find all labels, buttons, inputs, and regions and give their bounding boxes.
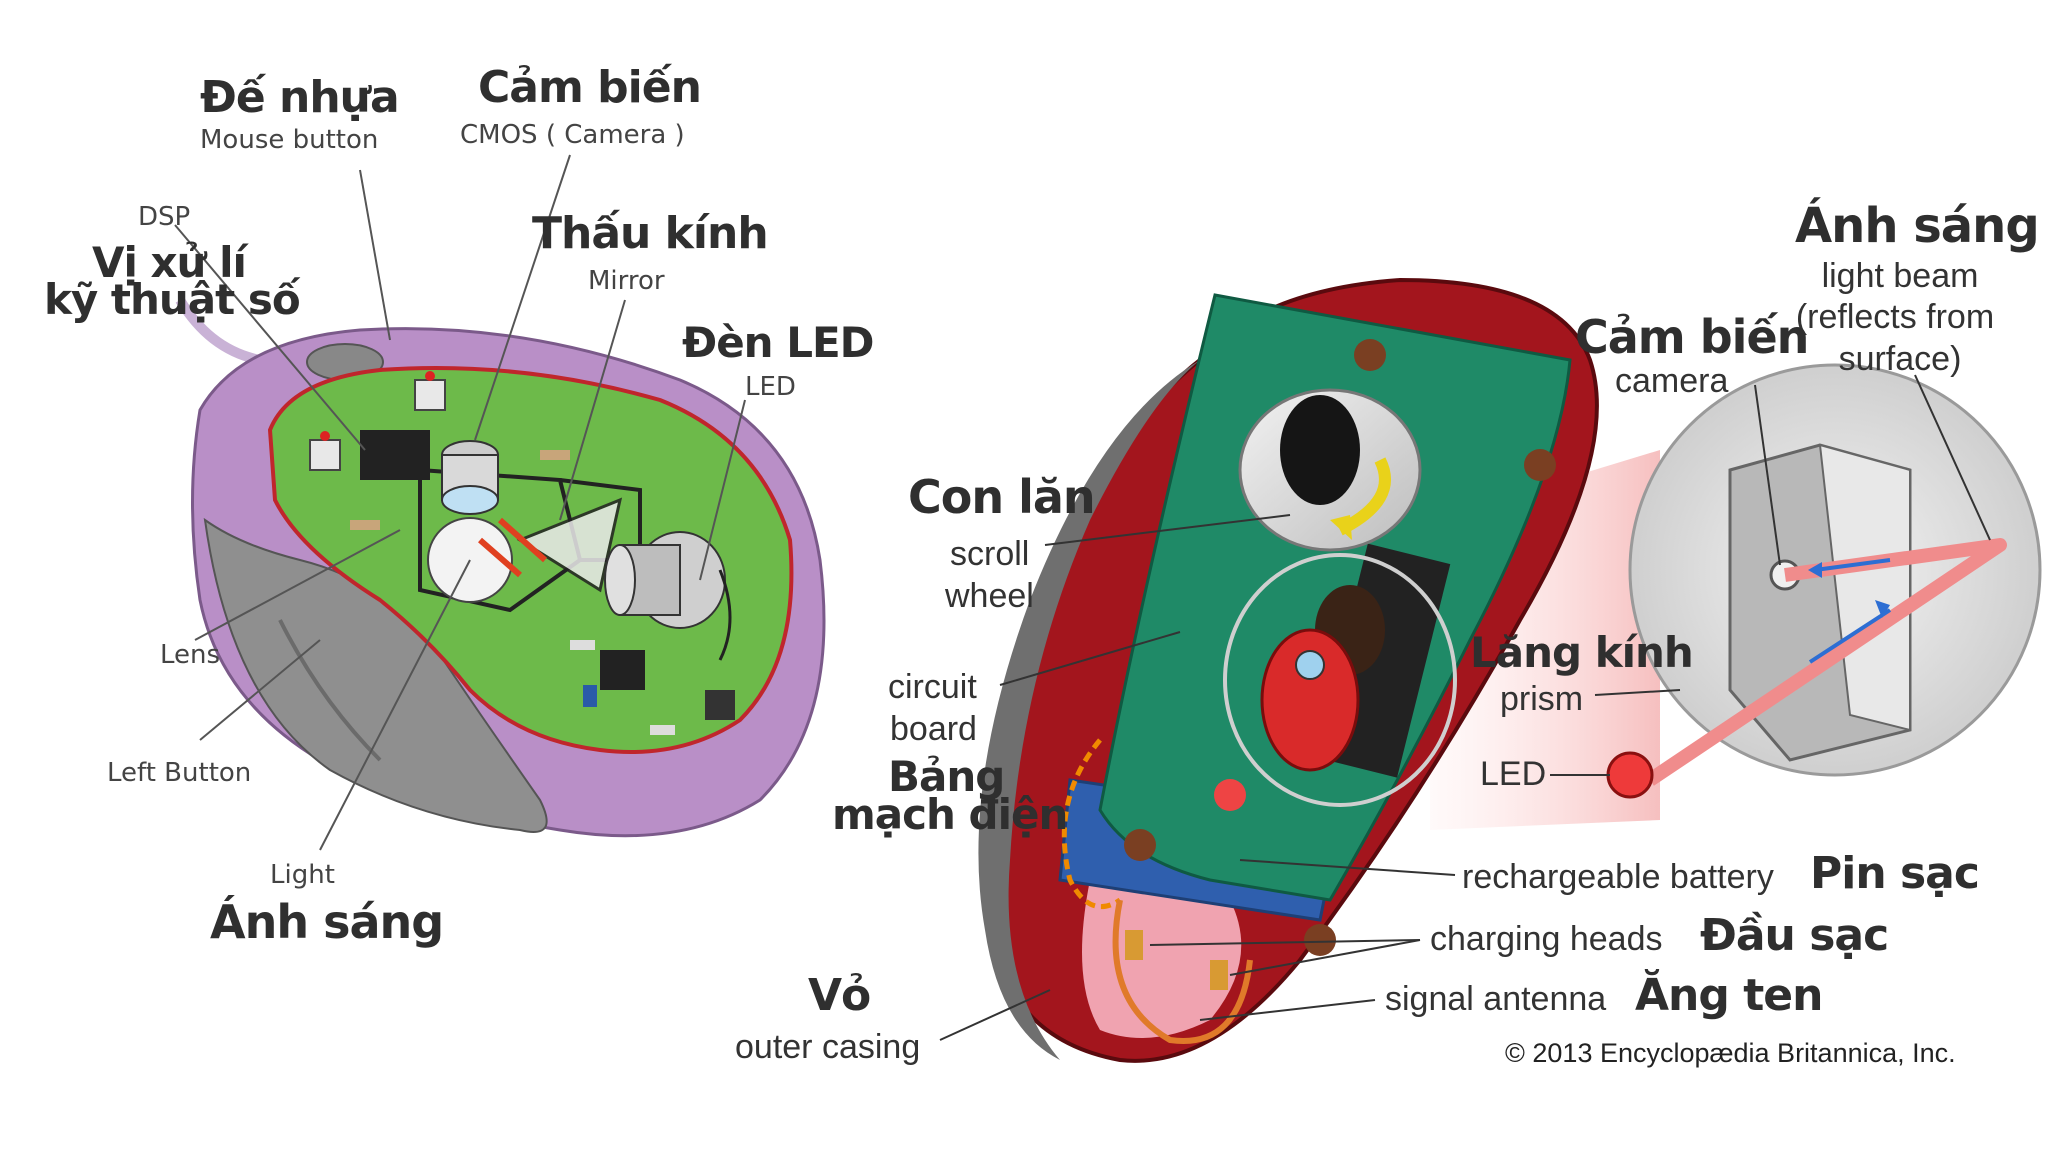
label-prism-vi: Lăng kính — [1470, 628, 1694, 677]
label-lens-en: Lens — [160, 640, 221, 670]
label-wheel-en-1: scroll — [950, 535, 1030, 573]
lens-blue — [441, 485, 499, 515]
label-light-vi: Ánh sáng — [210, 895, 444, 949]
scroll-arrow-head — [1330, 515, 1352, 540]
resistor — [350, 520, 380, 530]
scroll-wheel-hub — [1280, 395, 1360, 505]
switch — [309, 439, 341, 471]
label-board-en-1: circuit — [888, 668, 977, 706]
beam-arrow — [1808, 608, 1892, 664]
zoom-led — [1606, 751, 1654, 799]
sensor-eye — [1295, 650, 1325, 680]
label-charging-en: charging heads — [1430, 920, 1663, 958]
label-camera-vi: Cảm biến — [1575, 310, 1809, 364]
resistor — [570, 640, 595, 650]
led-face — [604, 544, 636, 616]
label-base-vi: Đế nhựa — [200, 72, 400, 123]
board-led — [1214, 779, 1246, 811]
label-mirror-en: Mirror — [588, 266, 665, 296]
charging-head — [1125, 930, 1143, 960]
switch-button — [425, 371, 435, 381]
prism-face — [1818, 443, 1911, 732]
chip — [600, 650, 645, 690]
optical-window — [1223, 553, 1457, 807]
button-edge — [278, 619, 382, 762]
label-beam-en-3: surface) — [1838, 340, 1962, 378]
label-dsp-vi-2: kỹ thuật số — [44, 275, 301, 324]
label-light-en: Light — [270, 860, 335, 890]
light-ray — [478, 517, 547, 578]
label-camera-en: camera — [1615, 362, 1729, 400]
label-sensor-en: CMOS ( Camera ) — [460, 120, 685, 150]
chip — [705, 690, 735, 720]
switch-button — [320, 431, 330, 441]
label-led-vi: Đèn LED — [682, 318, 875, 367]
label-beam-en-2: (reflects from — [1795, 298, 1995, 336]
label-lens-vi: Thấu kính — [532, 208, 769, 259]
label-board-en-2: board — [890, 710, 977, 748]
label-antenna-en: signal antenna — [1385, 980, 1607, 1018]
label-battery-vi: Pin sạc — [1810, 848, 1980, 899]
left-leader-lines — [174, 154, 746, 851]
label-dsp-en: DSP — [138, 202, 191, 232]
left-button-surface — [203, 517, 548, 833]
casing-edge — [978, 360, 1200, 1060]
label-prism-en: prism — [1500, 680, 1584, 718]
charging-head — [1210, 960, 1228, 990]
label-beam-vi: Ánh sáng — [1795, 198, 2040, 254]
label-sensor-vi: Cảm biến — [478, 62, 702, 113]
label-wheel-en-2: wheel — [945, 577, 1034, 615]
label-antenna-vi: Ăng ten — [1635, 970, 1823, 1021]
copyright-notice: © 2013 Encyclopædia Britannica, Inc. — [1505, 1038, 1956, 1068]
label-base-en: Mouse button — [200, 125, 379, 155]
label-casing-en: outer casing — [735, 1028, 921, 1066]
right-leader-lines — [939, 374, 1991, 1041]
board-hole — [1124, 829, 1156, 861]
beam-arrow-head — [1875, 600, 1890, 618]
label-casing-vi: Vỏ — [808, 970, 871, 1021]
board-hole — [1524, 449, 1556, 481]
label-charging-vi: Đầu sạc — [1700, 910, 1889, 961]
board-hole — [1354, 339, 1386, 371]
resistor — [650, 725, 675, 735]
label-battery-en: rechargeable battery — [1462, 858, 1774, 896]
beam-arrow — [1814, 558, 1891, 572]
label-board-vi-2: mạch điện — [832, 790, 1068, 839]
wires — [1061, 738, 1122, 910]
label-beam-en-1: light beam — [1821, 257, 1979, 295]
label-wheel-vi: Con lăn — [908, 470, 1096, 524]
led-wire — [718, 569, 732, 661]
left-mouse-illustration — [174, 154, 826, 851]
board-hole — [1304, 924, 1336, 956]
mirror — [516, 497, 623, 593]
signal-antenna — [1112, 899, 1253, 1044]
label-board-vi-1: Bảng — [888, 752, 1005, 801]
sensor-lens — [1260, 628, 1360, 772]
beam-arrow-head — [1808, 562, 1822, 578]
inner-casing — [1082, 877, 1242, 1038]
scroll-arrow — [1337, 457, 1391, 536]
optical-housing — [418, 467, 583, 613]
capacitor — [583, 685, 597, 707]
resistor — [540, 450, 570, 460]
right-mouse-illustration — [939, 277, 2042, 1063]
label-dsp-vi-1: Vị xử lí — [92, 238, 247, 287]
label-left-button-en: Left Button — [107, 758, 252, 788]
switch — [414, 379, 446, 411]
label-led-en: LED — [745, 372, 796, 402]
label-led-right-en: LED — [1480, 755, 1547, 793]
